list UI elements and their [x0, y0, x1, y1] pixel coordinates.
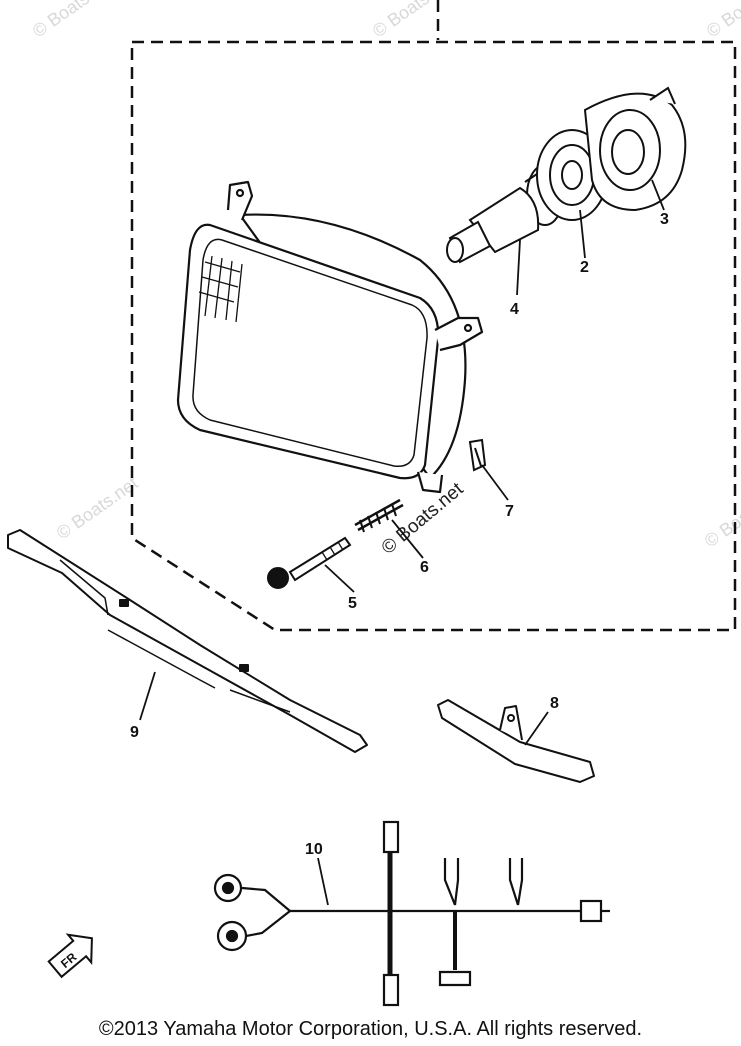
lower-bracket: [7, 529, 368, 753]
watermark-text: © Boats.net: [369, 0, 458, 41]
part-label-9: 9: [130, 724, 139, 741]
spring: [354, 498, 404, 533]
bracket-stay: [437, 699, 595, 783]
front-direction-arrow: FR: [47, 933, 93, 979]
copyright-notice: ©2013 Yamaha Motor Corporation, U.S.A. A…: [98, 1018, 643, 1040]
part-label-8: 8: [550, 695, 559, 712]
lens-grid: [198, 255, 243, 323]
wire-harness: [213, 820, 610, 1007]
headlight-unit: [176, 180, 484, 494]
part-label-7: 7: [505, 503, 514, 520]
part-label-6: 6: [420, 559, 429, 576]
parts-diagram: © Boats.net © Boats.net © Boats.net © Bo…: [7, 0, 741, 1007]
part-label-2: 2: [580, 259, 589, 276]
part-label-4: 4: [510, 301, 519, 318]
leader-lines: [139, 179, 665, 906]
part-labels: 2 3 4 5 6 7 8 9 10: [130, 211, 669, 858]
watermark-text: © Boats.net: [703, 0, 741, 41]
part-label-10: 10: [305, 841, 323, 858]
watermark-text: © Boats.net: [53, 473, 142, 543]
nut-clip: [468, 438, 487, 472]
adjust-screw: [267, 536, 352, 589]
watermark-text: © Boats.net: [29, 0, 118, 41]
bulb-cover: [583, 86, 687, 212]
part-label-5: 5: [348, 595, 357, 612]
kit-boundary: [130, 0, 737, 632]
part-label-3: 3: [660, 211, 669, 228]
